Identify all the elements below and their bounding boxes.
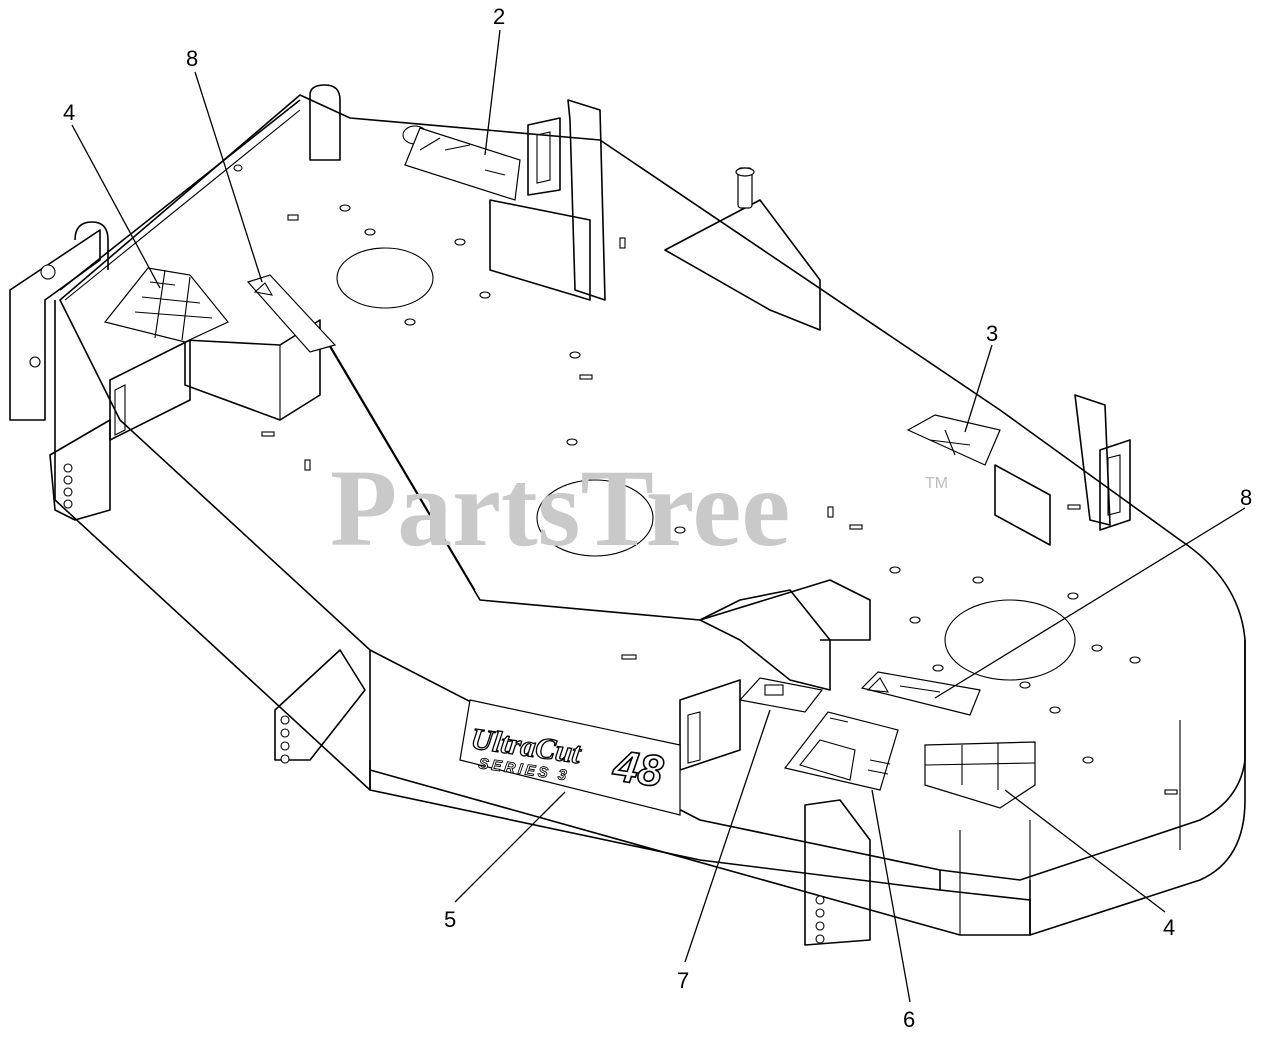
decal-5: [459, 699, 681, 816]
callouts: 2 8 4 3 8 5 7 6 4: [63, 4, 1252, 1032]
callout-7: 7: [677, 968, 689, 993]
watermark-trademark: TM: [925, 475, 948, 492]
callout-8-left: 8: [186, 46, 198, 71]
callout-6: 6: [903, 1007, 915, 1032]
callout-2-top: 2: [493, 4, 505, 29]
callout-8-right: 8: [1240, 485, 1252, 510]
callout-5: 5: [444, 907, 456, 932]
callout-3: 3: [986, 321, 998, 346]
watermark: PartsTree: [330, 447, 790, 569]
callout-4-right: 4: [1163, 915, 1175, 940]
decal-2: [404, 127, 521, 201]
decal-3: [906, 414, 1001, 466]
leader-lines: [71, 29, 1246, 1003]
decal-4-left: [103, 267, 229, 343]
decal-4-right: [924, 741, 1036, 809]
callout-4-left: 4: [63, 100, 75, 125]
decals: [103, 127, 1036, 816]
decal-8-right: [860, 671, 981, 716]
mower-deck: [9, 84, 1246, 946]
decal-6: [783, 711, 899, 791]
deck-logo-size: 48: [610, 741, 667, 797]
